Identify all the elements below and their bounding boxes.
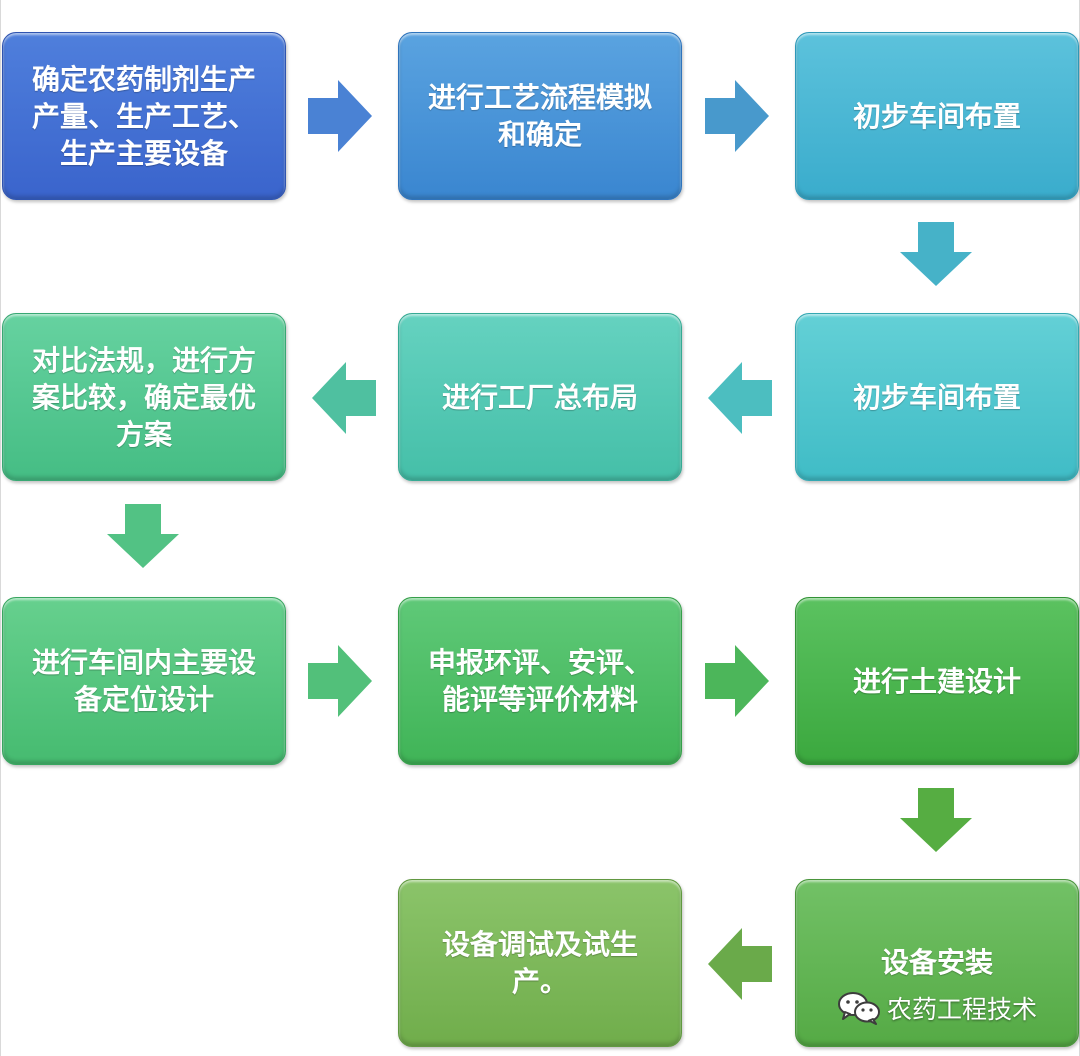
step-4-box: 初步车间布置 bbox=[795, 313, 1079, 481]
arrow-left-icon bbox=[708, 928, 772, 1000]
step-8-box: 申报环评、安评、 能评等评价材料 bbox=[398, 597, 682, 765]
arrow-right-icon bbox=[705, 645, 769, 717]
arrow-down-icon bbox=[107, 504, 179, 568]
step-7-label: 进行车间内主要设 备定位设计 bbox=[31, 646, 256, 716]
step-3-label: 初步车间布置 bbox=[852, 99, 1021, 133]
step-8-label: 申报环评、安评、 能评等评价材料 bbox=[427, 646, 652, 716]
step-5-label: 进行工厂总布局 bbox=[441, 380, 638, 414]
step-2-label: 进行工艺流程模拟 和确定 bbox=[427, 81, 652, 151]
arrow-left-icon bbox=[708, 362, 772, 434]
watermark-text: 农药工程技术 bbox=[887, 995, 1038, 1024]
arrow-down-icon bbox=[900, 222, 972, 286]
step-11-label: 设备调试及试生产。 bbox=[441, 928, 638, 998]
step-11-box: 设备调试及试生产。 bbox=[398, 879, 682, 1047]
step-6-label: 对比法规，进行方 案比较，确定最优 方案 bbox=[31, 343, 256, 451]
step-7-box: 进行车间内主要设 备定位设计 bbox=[2, 597, 286, 765]
arrow-right-icon bbox=[308, 645, 372, 717]
step-5-box: 进行工厂总布局 bbox=[398, 313, 682, 481]
step-3-box: 初步车间布置 bbox=[795, 32, 1079, 200]
wechat-icon bbox=[838, 992, 880, 1025]
watermark: 农药工程技术 bbox=[837, 990, 1037, 1026]
arrow-right-icon bbox=[308, 80, 372, 152]
arrow-down-icon bbox=[900, 788, 972, 852]
step-9-box: 进行土建设计 bbox=[795, 597, 1079, 765]
step-1-box: 确定农药制剂生产 产量、生产工艺、 生产主要设备 bbox=[2, 32, 286, 200]
step-9-label: 进行土建设计 bbox=[852, 664, 1021, 698]
step-10-label: 设备安装 bbox=[880, 946, 993, 979]
step-4-label: 初步车间布置 bbox=[852, 380, 1021, 414]
step-1-label: 确定农药制剂生产 产量、生产工艺、 生产主要设备 bbox=[31, 62, 256, 170]
arrow-left-icon bbox=[312, 362, 376, 434]
arrow-right-icon bbox=[705, 80, 769, 152]
step-2-box: 进行工艺流程模拟 和确定 bbox=[398, 32, 682, 200]
step-6-box: 对比法规，进行方 案比较，确定最优 方案 bbox=[2, 313, 286, 481]
